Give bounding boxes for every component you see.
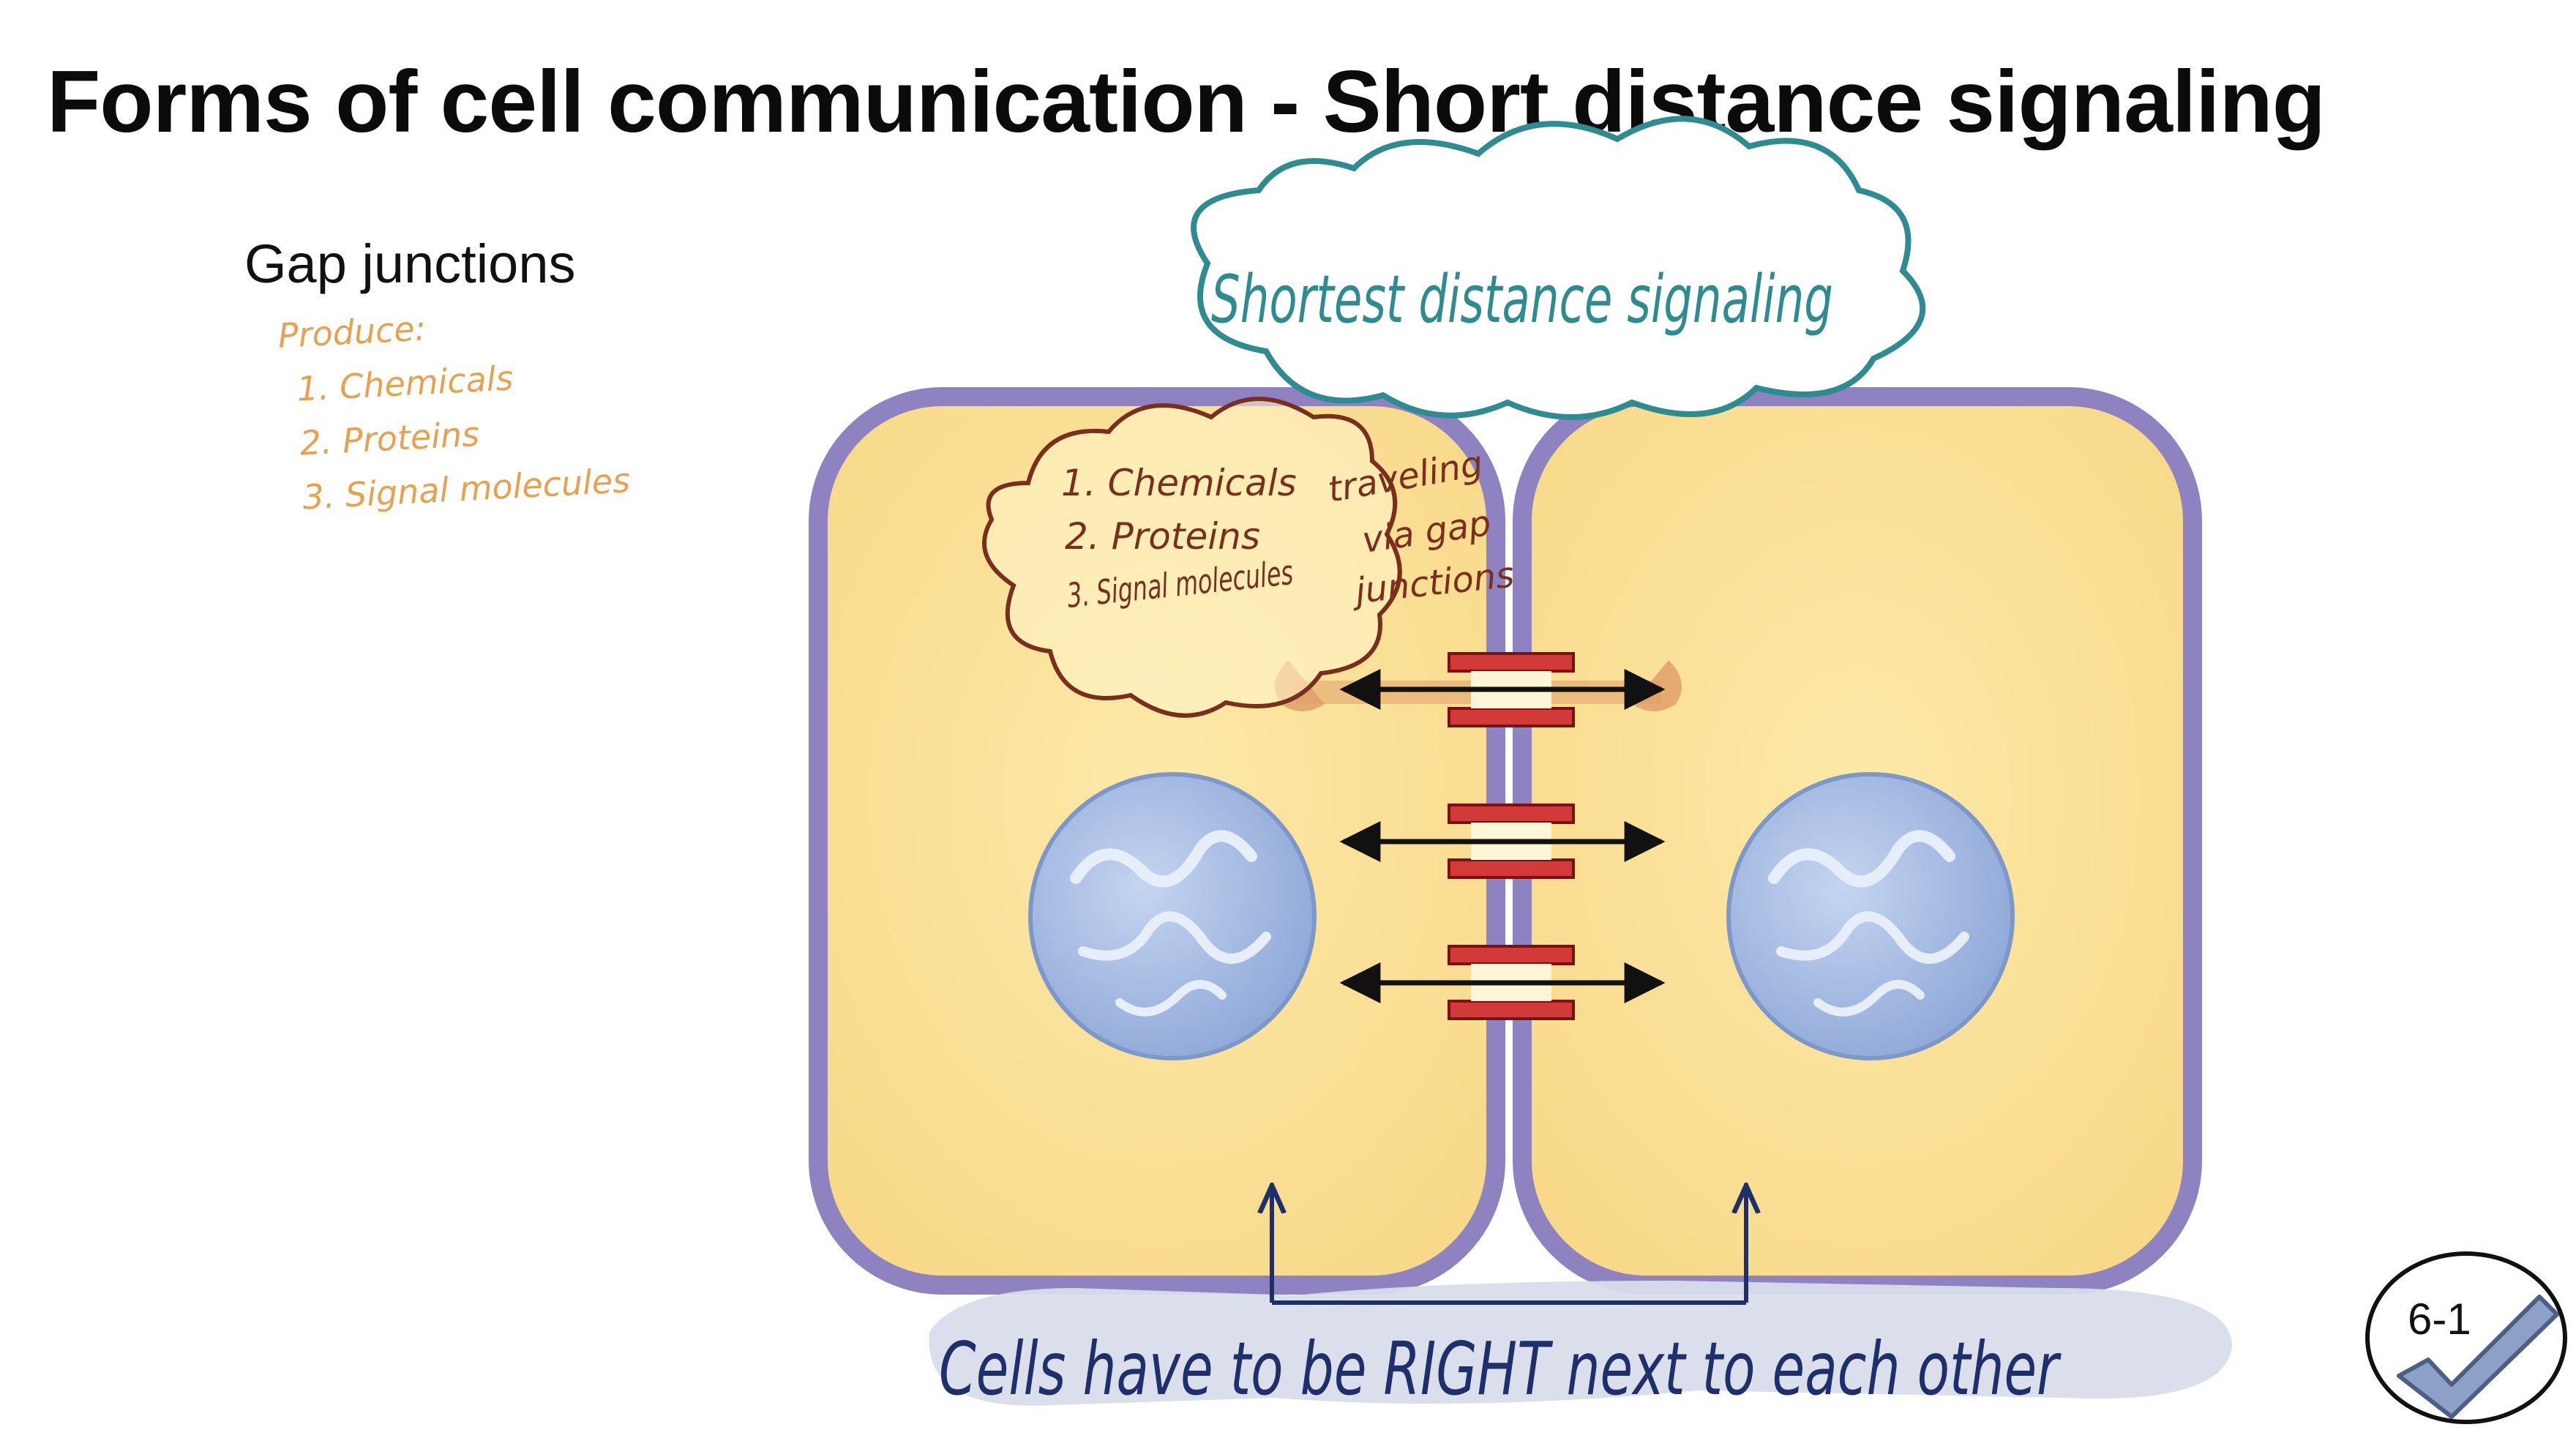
right-nucleus xyxy=(1726,772,2015,1060)
page-badge: 6-1 xyxy=(2365,1251,2567,1424)
badge-label: 6-1 xyxy=(2408,1295,2471,1344)
checkmark-icon xyxy=(2397,1295,2559,1419)
teal-cloud xyxy=(1191,116,1926,420)
thought-bubble xyxy=(982,397,1402,718)
bubble-item-1: 1. Chemicals xyxy=(1061,462,1297,504)
bubble-item-2: 2. Proteins xyxy=(1065,515,1260,558)
slide-title: Forms of cell communication - Short dist… xyxy=(47,53,2326,151)
cloud-label: Shortest distance signaling xyxy=(1211,261,1833,338)
bottom-label: Cells have to be RIGHT next to each othe… xyxy=(939,1326,2062,1412)
subtitle-gap-junctions: Gap junctions xyxy=(244,233,576,294)
left-nucleus xyxy=(1028,772,1317,1060)
bottom-highlight xyxy=(929,1281,2232,1406)
